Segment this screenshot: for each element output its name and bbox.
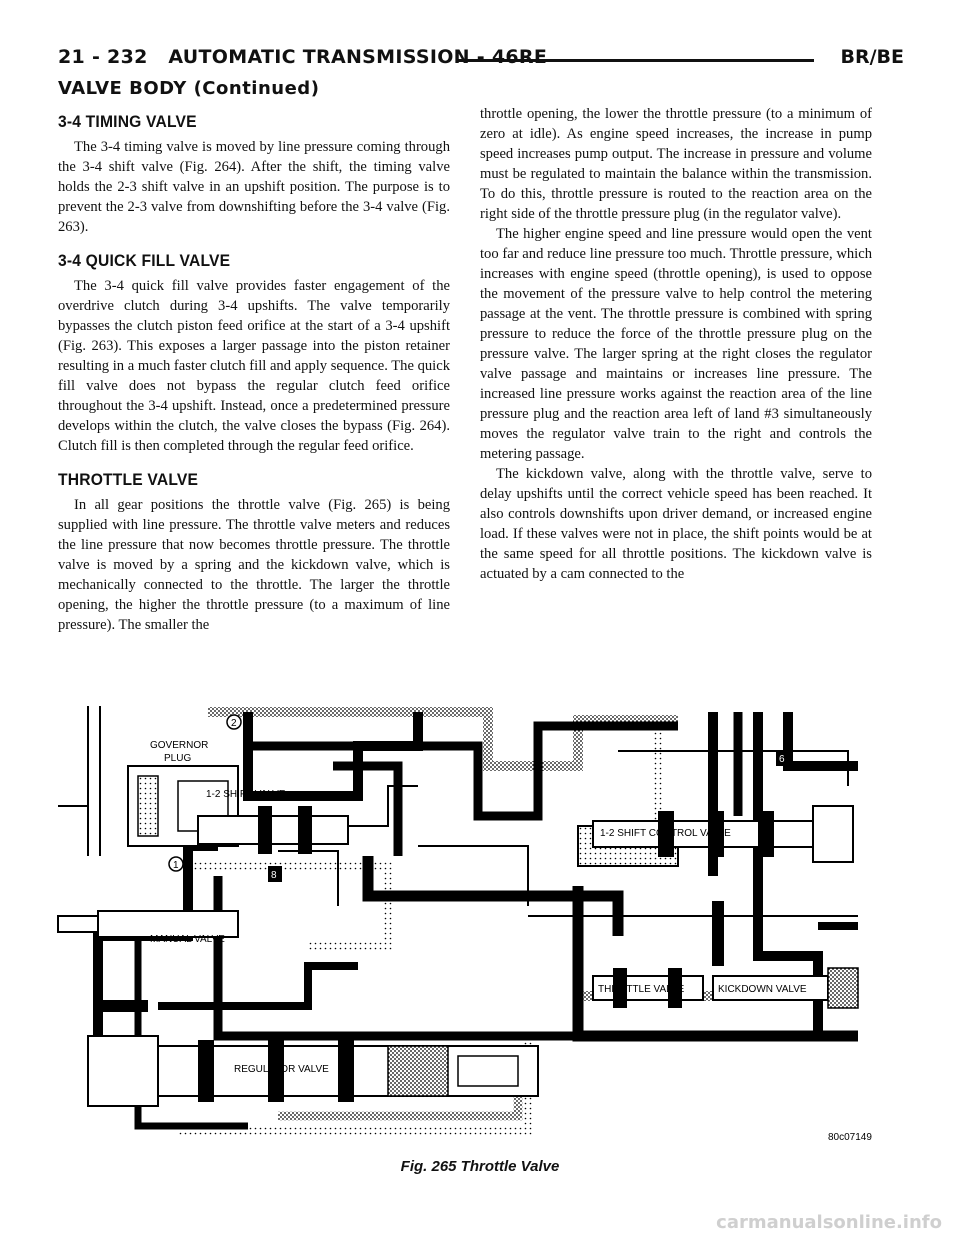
header-title: 21 - 232 AUTOMATIC TRANSMISSION - 46RE [58, 46, 548, 68]
svg-text:1: 1 [173, 860, 179, 871]
marker-8: 8 [268, 866, 282, 882]
figure-caption: Fig. 265 Throttle Valve [400, 1158, 560, 1175]
manual-valve-shape [57, 910, 239, 938]
heading-throttle-valve: THROTTLE VALVE [58, 470, 199, 489]
label-throttle-valve: THROTTLE VALVE [598, 984, 685, 995]
marker-2: 2 [226, 714, 242, 730]
svg-text:2: 2 [231, 718, 237, 729]
regulator-valve-shape [87, 1035, 539, 1107]
svg-text:6: 6 [779, 754, 785, 765]
watermark: carmanualsonline.info [716, 1212, 942, 1233]
label-manual-valve: MANUAL VALVE [150, 934, 225, 945]
label-plug: PLUG [164, 753, 191, 764]
paragraph-kickdown: The kickdown valve, along with the throt… [480, 466, 872, 582]
header-rule [458, 59, 814, 62]
svg-text:8: 8 [271, 870, 277, 881]
paragraph-vent: The higher engine speed and line pressur… [480, 226, 872, 462]
label-governor: GOVERNOR [150, 740, 208, 751]
hydraulic-circuit-drawing: GOVERNOR PLUG 1-2 SHIFT VALVE 1-2 SHIFT … [57, 706, 872, 1150]
paragraph-quick-fill-valve: The 3-4 quick fill valve provides faster… [58, 278, 451, 454]
label-kickdown-valve: KICKDOWN VALVE [718, 984, 807, 995]
section-title: VALVE BODY (Continued) [58, 78, 320, 99]
label-1-2-shift-control-valve: 1-2 SHIFT CONTROL VALVE [600, 828, 731, 839]
governor-plug-valve-shape [127, 765, 239, 847]
shift-valve-1-2-shape [197, 806, 349, 854]
kickdown-valve-shape [712, 967, 859, 1009]
shift-control-valve-1-2-shape [592, 805, 854, 863]
heading-quick-fill-valve: 3-4 QUICK FILL VALVE [58, 251, 231, 270]
label-regulator-valve: REGULATOR VALVE [234, 1064, 329, 1075]
paragraph-continuation: throttle opening, the lower the throttle… [480, 106, 872, 222]
throttle-valve-shape [592, 968, 704, 1008]
paragraph-throttle-valve: In all gear positions the throttle valve… [58, 497, 450, 633]
right-column: throttle opening, the lower the throttle… [480, 104, 872, 584]
label-figure-code: 80c07149 [828, 1132, 872, 1143]
left-column: 3-4 TIMING VALVE The 3-4 timing valve is… [58, 112, 450, 635]
page-header: 21 - 232 AUTOMATIC TRANSMISSION - 46RE B… [58, 42, 904, 72]
paragraph-timing-valve: The 3-4 timing valve is moved by line pr… [58, 139, 450, 235]
heading-timing-valve: 3-4 TIMING VALVE [58, 112, 197, 131]
header-model: BR/BE [840, 46, 904, 68]
throttle-valve-diagram: GOVERNOR PLUG 1-2 SHIFT VALVE 1-2 SHIFT … [57, 706, 872, 1150]
marker-1: 1 [168, 856, 184, 872]
marker-6: 6 [776, 750, 790, 766]
label-1-2-shift-valve: 1-2 SHIFT VALVE [206, 789, 286, 800]
